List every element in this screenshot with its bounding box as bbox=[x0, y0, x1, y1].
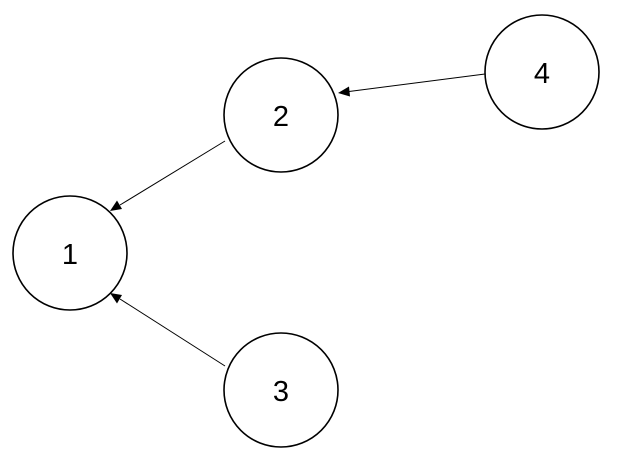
edge-2-to-1-line bbox=[119, 140, 226, 206]
edge-4-to-2-arrowhead bbox=[338, 86, 350, 97]
node-4-label: 4 bbox=[534, 58, 550, 90]
edge-4-to-2 bbox=[338, 73, 486, 97]
node-3-label: 3 bbox=[273, 376, 289, 408]
edge-3-to-1 bbox=[110, 293, 226, 367]
edge-2-to-1 bbox=[110, 140, 226, 211]
node-2-circle bbox=[223, 57, 339, 173]
node-1-circle bbox=[12, 195, 128, 311]
node-4: 4 bbox=[484, 14, 600, 130]
node-1: 1 bbox=[12, 195, 128, 311]
node-2-label: 2 bbox=[273, 101, 289, 133]
node-3-circle bbox=[223, 332, 339, 448]
node-2: 2 bbox=[223, 57, 339, 173]
node-1-label: 1 bbox=[62, 239, 78, 271]
edge-2-to-1-arrowhead bbox=[110, 200, 122, 211]
edge-3-to-1-arrowhead bbox=[110, 293, 122, 304]
node-4-circle bbox=[484, 14, 600, 130]
edge-3-to-1-line bbox=[119, 298, 226, 367]
edge-4-to-2-line bbox=[348, 73, 486, 92]
node-3: 3 bbox=[223, 332, 339, 448]
